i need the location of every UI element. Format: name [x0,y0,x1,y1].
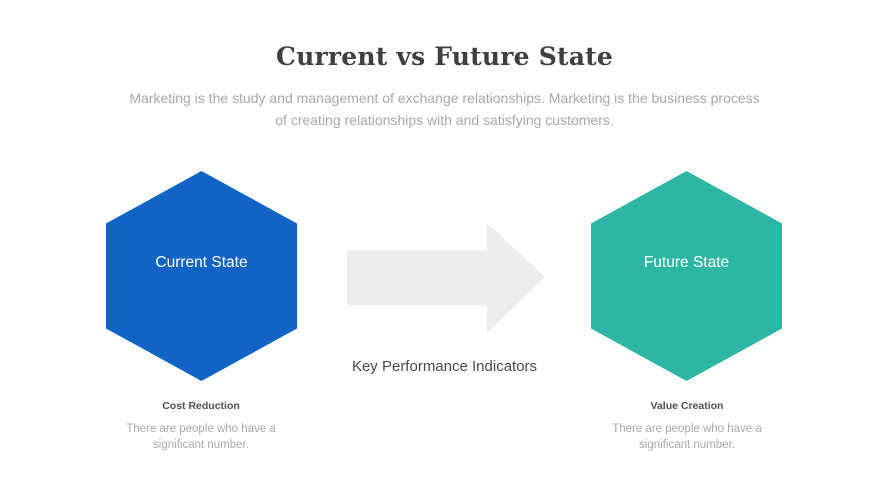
slide-title: Current vs Future State [276,42,613,71]
current-state-kpi-block: Cost Reduction There are people who have… [91,400,311,453]
transition-arrow [347,223,545,333]
future-state-kpi-description: There are people who have a significant … [612,423,762,451]
arrow-caption: Key Performance Indicators [351,358,538,375]
future-state-hexagon: Future State [591,171,782,381]
current-state-hexagon: Current State [106,171,297,381]
future-state-label: Future State [643,254,730,271]
current-state-label: Current State [155,254,248,271]
slide-subtitle: Marketing is the study and management of… [0,87,889,131]
current-state-kpi-title: Cost Reduction [162,400,240,412]
subtitle-line-2: of creating relationships with and satis… [275,112,614,128]
current-state-kpi-description: There are people who have a significant … [126,423,276,451]
future-state-kpi-block: Value Creation There are people who have… [577,400,797,453]
subtitle-line-1: Marketing is the study and management of… [129,90,760,106]
future-state-kpi-title: Value Creation [650,400,724,412]
